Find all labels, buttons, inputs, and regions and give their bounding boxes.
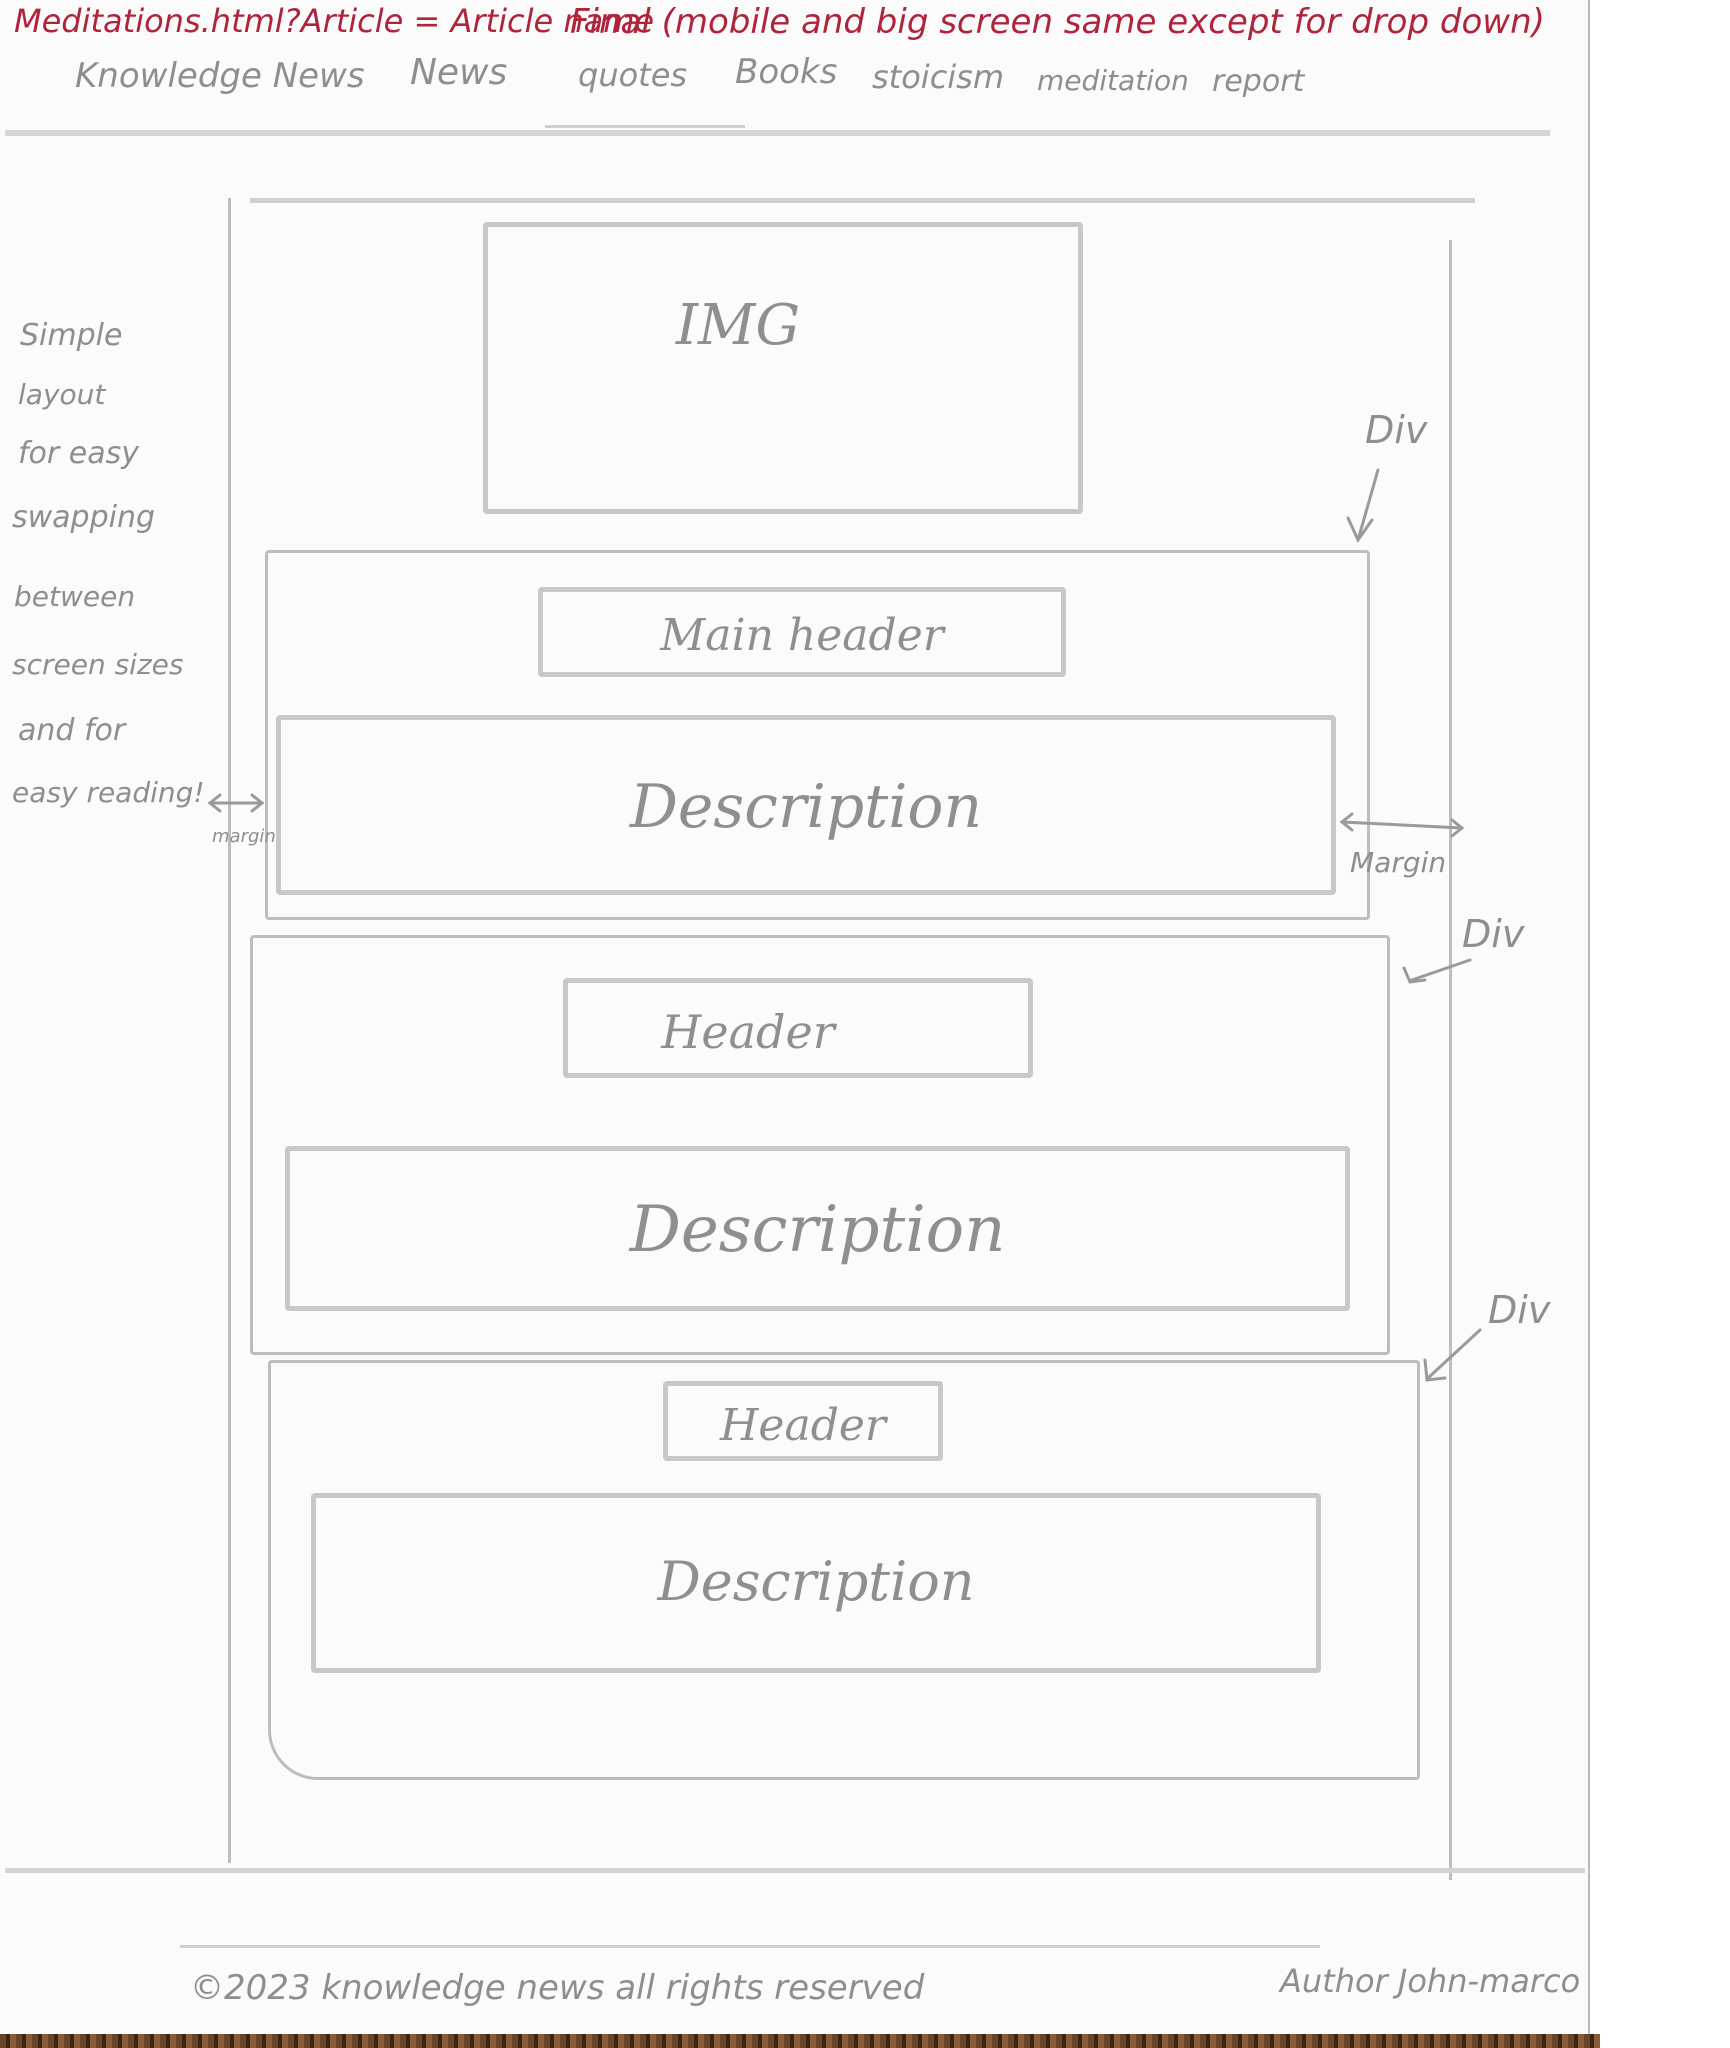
nav-item-news[interactable]: News — [410, 52, 508, 93]
section-1-description-box: Description — [276, 715, 1336, 895]
page-left-border — [228, 198, 231, 1863]
side-note-line: between — [14, 580, 136, 613]
footer-author: Author John-marco — [1280, 1962, 1581, 2000]
sketch-paper: Meditations.html?Article = Article name … — [0, 0, 1590, 2048]
final-note: Final (mobile and big screen same except… — [570, 2, 1545, 42]
div-annotation-2: Div — [1462, 912, 1525, 956]
background-right — [1590, 0, 1730, 2048]
section-1-description: Description — [629, 772, 983, 842]
section-3-description-box: Description — [311, 1493, 1321, 1673]
nav-item-stoicism[interactable]: stoicism — [872, 58, 1005, 96]
side-note-line: layout — [18, 378, 106, 411]
nav-item-knowledge-news[interactable]: Knowledge News — [75, 56, 365, 96]
background-bottom — [0, 2034, 1600, 2048]
side-note-line: and for — [18, 713, 126, 748]
footer-copyright: ©2023 knowledge news all rights reserved — [190, 1968, 925, 2008]
nav-item-books[interactable]: Books — [735, 52, 838, 92]
section-div-2: Header Description — [250, 935, 1390, 1355]
div-arrow-3 — [1426, 1328, 1482, 1380]
section-3-header: Header — [720, 1400, 886, 1451]
nav-item-report[interactable]: report — [1212, 64, 1305, 99]
section-div-3: Header Description — [268, 1360, 1420, 1780]
url-note: Meditations.html?Article = Article name — [14, 2, 655, 40]
div-arrow-2 — [1410, 958, 1472, 982]
section-3-description: Description — [657, 1550, 975, 1613]
image-label: IMG — [675, 293, 801, 358]
page-top-border — [250, 198, 1475, 203]
nav-active-underline — [545, 125, 745, 128]
section-1-header-box: Main header — [538, 587, 1066, 677]
section-2-description: Description — [629, 1193, 1006, 1267]
side-note-line: swapping — [12, 500, 156, 535]
side-note-line: screen sizes — [12, 648, 184, 681]
nav-item-quotes[interactable]: quotes — [578, 56, 688, 94]
margin-annotation-left: margin — [212, 826, 276, 847]
section-1-header: Main header — [660, 610, 944, 661]
annotation-arrows — [207, 468, 1482, 1382]
footer-top-rule — [180, 1945, 1320, 1948]
side-note-line: Simple — [20, 318, 123, 353]
content-bottom-rule — [5, 1868, 1585, 1873]
section-2-header: Header — [661, 1005, 835, 1059]
section-2-header-box: Header — [563, 978, 1033, 1078]
side-note-line: for easy — [18, 436, 140, 471]
section-3-header-box: Header — [663, 1381, 943, 1461]
margin-annotation-right: Margin — [1350, 846, 1447, 879]
page-right-border — [1449, 240, 1452, 1880]
div-arrow-1 — [1356, 468, 1380, 542]
section-div-1: Main header Description — [265, 550, 1370, 920]
div-annotation-1: Div — [1365, 408, 1428, 452]
margin-arrow-right — [1340, 820, 1464, 830]
div-annotation-3: Div — [1488, 1288, 1551, 1332]
nav-bar: Knowledge News News quotes Books stoicis… — [0, 48, 1590, 128]
nav-divider — [5, 130, 1550, 136]
side-note-line: easy reading! — [12, 776, 205, 809]
image-placeholder: IMG — [483, 222, 1083, 514]
nav-item-meditation[interactable]: meditation — [1037, 64, 1189, 97]
section-2-description-box: Description — [285, 1146, 1350, 1311]
